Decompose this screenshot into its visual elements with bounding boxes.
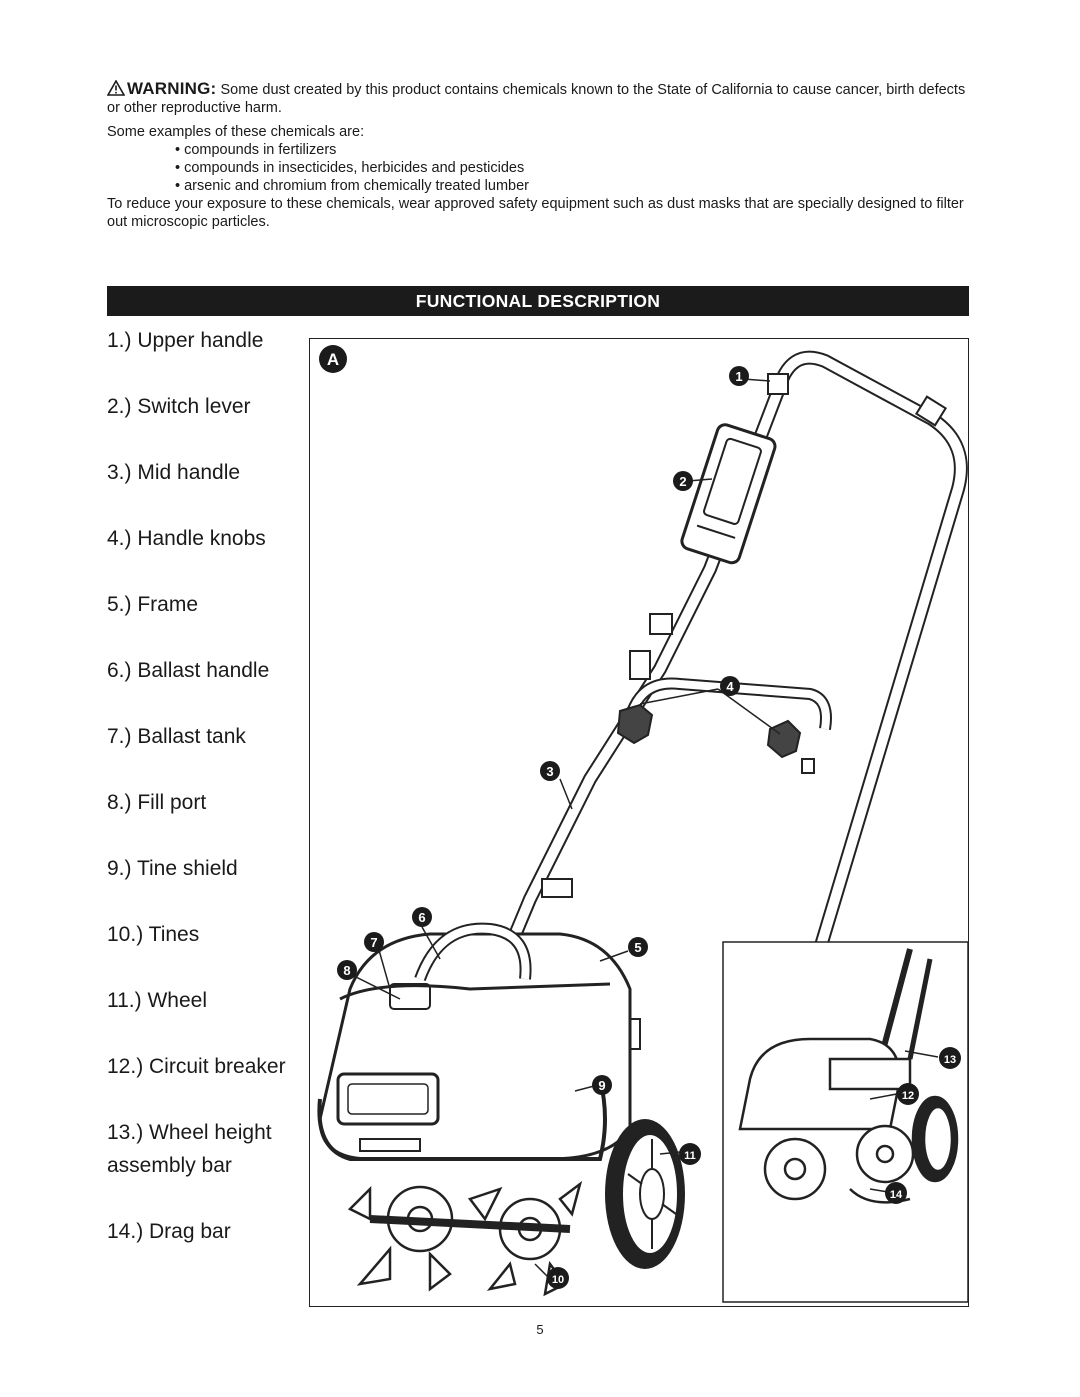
list-item: 5.) Frame <box>107 593 199 616</box>
callout-10: 10 <box>552 1274 564 1286</box>
list-item-continuation: assembly bar <box>107 1154 232 1177</box>
list-item: 14.) Drag bar <box>107 1220 231 1243</box>
list-item: 8.) Fill port <box>107 791 207 814</box>
callout-9: 9 <box>598 1078 605 1093</box>
list-item: 9.) Tine shield <box>107 857 238 880</box>
list-item: 1.) Upper handle <box>107 329 264 352</box>
list-item: 3.) Mid handle <box>107 461 241 484</box>
list-item: arsenic and chromium from chemically tre… <box>175 177 967 195</box>
list-item: compounds in fertilizers <box>175 141 967 159</box>
callout-14: 14 <box>890 1189 903 1201</box>
callout-8: 8 <box>343 963 350 978</box>
figure-label: A <box>327 350 339 369</box>
tiller-illustration: A <box>309 338 969 1307</box>
warning-text: Some dust created by this product contai… <box>107 82 966 116</box>
callout-3: 3 <box>546 764 553 779</box>
callout-1: 1 <box>735 369 742 384</box>
list-item: 2.) Switch lever <box>107 395 251 418</box>
callout-13: 13 <box>944 1054 956 1066</box>
list-item: 6.) Ballast handle <box>107 659 270 682</box>
callout-5: 5 <box>634 940 641 955</box>
list-item: 11.) Wheel <box>107 989 207 1012</box>
warning-intro: Some examples of these chemicals are: <box>107 124 365 140</box>
page-number: 5 <box>536 1322 544 1337</box>
callout-12: 12 <box>902 1090 914 1102</box>
callout-11: 11 <box>684 1150 696 1162</box>
callout-4: 4 <box>726 679 734 694</box>
list-item: 13.) Wheel height <box>107 1121 272 1144</box>
section-title: FUNCTIONAL DESCRIPTION <box>107 286 969 316</box>
list-item: compounds in insecticides, herbicides an… <box>175 159 967 177</box>
callout-6: 6 <box>418 910 425 925</box>
callout-2: 2 <box>679 474 686 489</box>
callout-7: 7 <box>370 935 377 950</box>
list-item: 7.) Ballast tank <box>107 725 246 748</box>
list-item: 10.) Tines <box>107 923 200 946</box>
warning-triangle-icon <box>107 80 125 96</box>
warning-closing: To reduce your exposure to these chemica… <box>107 196 964 230</box>
list-item: 12.) Circuit breaker <box>107 1055 286 1078</box>
warning-block: WARNING: Some dust created by this produ… <box>107 80 967 231</box>
tiller-drawing: A <box>317 345 969 1303</box>
chemical-list: compounds in fertilizers compounds in in… <box>107 141 967 195</box>
warning-heading: WARNING: <box>127 79 217 98</box>
list-item: 4.) Handle knobs <box>107 527 266 550</box>
